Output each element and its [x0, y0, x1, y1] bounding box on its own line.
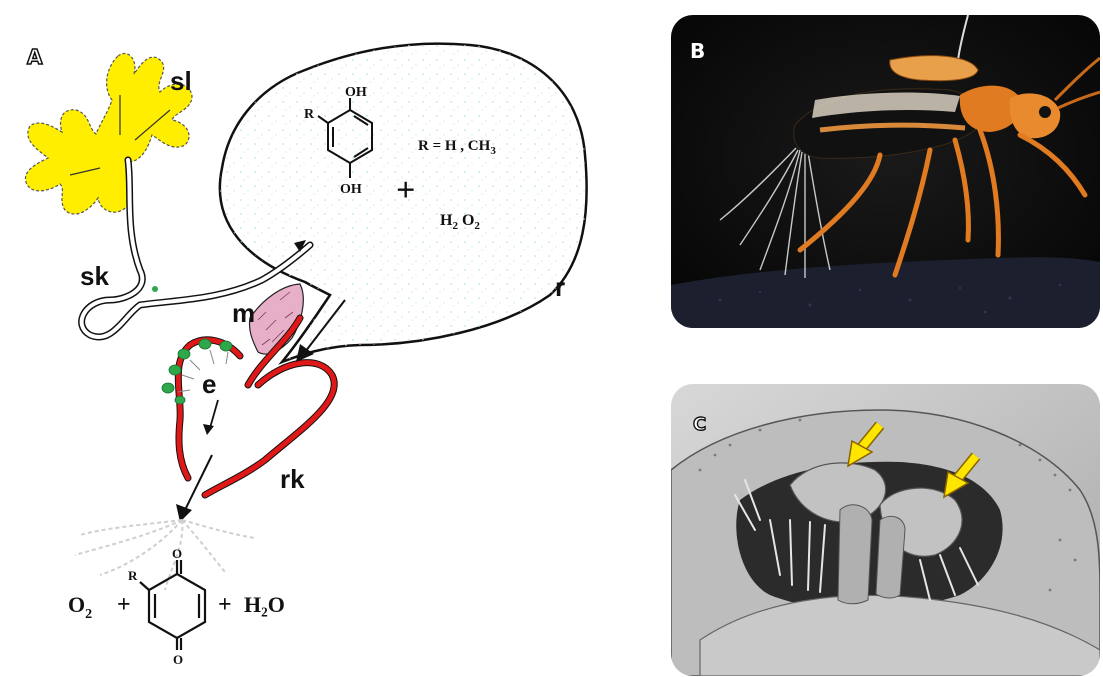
quinone-r: R — [128, 568, 138, 583]
hydroquinone-structure: OH OH R — [304, 85, 373, 197]
hydroquinone-r: R — [304, 107, 315, 122]
label-e: e — [202, 369, 216, 399]
gland-opening-arrow-left — [847, 421, 885, 468]
reservoir-to-chamber-arrow — [304, 299, 346, 353]
label-m: m — [232, 298, 255, 328]
panel-b-beetle-photo: B — [671, 15, 1100, 328]
panel-a-letter: A — [27, 45, 43, 69]
spray-plume — [74, 519, 256, 591]
benzoquinone-structure: O O R — [128, 546, 207, 667]
label-sk: sk — [80, 261, 109, 291]
hydroquinone-oh-top: OH — [345, 85, 367, 100]
quinone-o-top: O — [172, 546, 182, 561]
label-r: r — [555, 272, 565, 302]
exit-arrow — [184, 454, 213, 511]
secretion-flow-arrows — [69, 95, 171, 176]
label-sl: sl — [170, 66, 192, 96]
product-plus-2: + — [218, 592, 232, 618]
gland-opening-arrow-right — [943, 452, 981, 499]
secretory-lobes — [24, 52, 193, 215]
panel-c-sem-photo: C — [671, 384, 1100, 676]
reaction-chamber-wall-left — [174, 336, 244, 482]
beetle-spray — [719, 147, 831, 278]
panel-b-letter: B — [690, 39, 705, 63]
reactant-plus: + — [396, 172, 415, 209]
chamber-inner-arrow — [209, 399, 219, 429]
r-definition: R = H , CH3 — [418, 138, 496, 157]
quinone-o-bottom: O — [173, 652, 183, 667]
product-water: H₂O — [244, 592, 285, 617]
panel-a-diagram: A — [24, 42, 588, 667]
label-rk: rk — [280, 464, 305, 494]
hydroquinone-oh-bottom: OH — [340, 182, 362, 197]
product-plus-1: + — [117, 592, 131, 618]
enzyme-gland-dot — [152, 286, 158, 292]
product-oxygen: O2 — [68, 592, 92, 622]
ectodermal-glands — [161, 338, 233, 405]
duct-arrowhead — [294, 240, 306, 252]
reservoir-texture — [219, 43, 587, 362]
panel-c-letter: C — [693, 414, 706, 435]
